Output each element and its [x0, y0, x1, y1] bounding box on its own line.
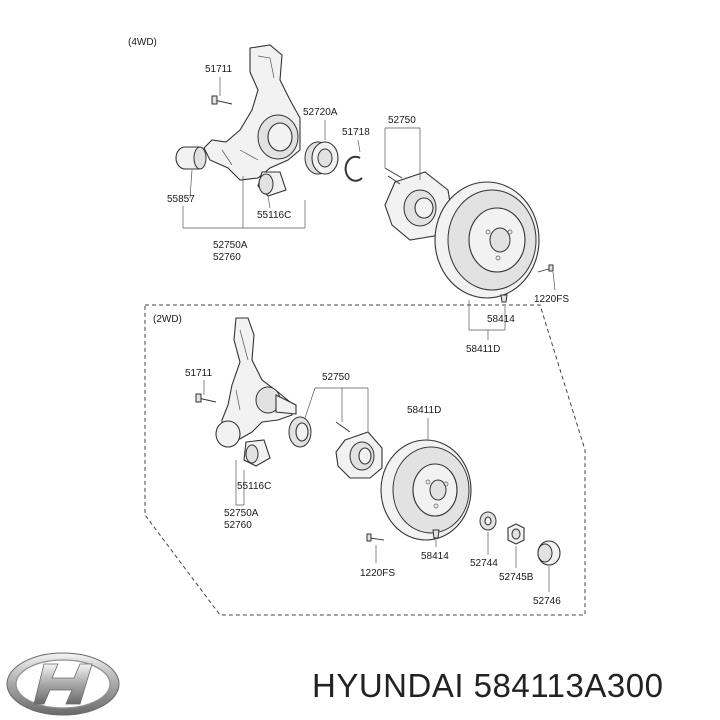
hub-52750-4wd — [384, 167, 453, 241]
label-55857: 55857 — [167, 194, 195, 205]
label-51711-4wd: 51711 — [205, 64, 233, 75]
seal-ring-2wd — [288, 416, 312, 448]
snap-ring-51718 — [344, 155, 363, 182]
label-51718: 51718 — [342, 127, 370, 138]
labels-4wd: 51711 52720A 51718 52750 55857 55116C 52… — [167, 64, 569, 355]
nipple-58414-2wd — [432, 529, 440, 539]
label-58414-2wd: 58414 — [421, 551, 449, 562]
knuckle-4wd — [203, 44, 301, 181]
section-label-4wd: (4WD) — [128, 37, 157, 48]
label-52745b: 52745B — [499, 572, 534, 583]
bushing-55116c-4wd — [257, 171, 287, 197]
leader-lines-4wd — [182, 77, 556, 340]
screw-1220fs-4wd — [537, 264, 554, 273]
nut-52745b — [507, 523, 525, 545]
bolt-51711-4wd — [211, 95, 233, 105]
disc-58411d-4wd — [434, 181, 540, 299]
section-label-2wd: (2WD) — [153, 314, 182, 325]
bolt-51711-2wd — [195, 393, 217, 403]
label-52750a-4wd: 52750A — [213, 240, 248, 251]
nipple-58414-4wd — [500, 294, 508, 303]
knuckle-2wd — [221, 317, 297, 441]
dashed-frame-2wd — [144, 304, 586, 616]
label-52720a: 52720A — [303, 107, 338, 118]
label-58411d-4wd: 58411D — [466, 344, 500, 355]
disc-58411d-2wd — [380, 439, 472, 541]
hub-52750-2wd — [335, 421, 383, 479]
label-55116c-4wd: 55116C — [257, 210, 291, 221]
label-52760-4wd: 52760 — [213, 252, 241, 263]
label-51711-2wd: 51711 — [185, 368, 213, 379]
hyundai-logo-icon — [6, 652, 120, 716]
label-1220fs-4wd: 1220FS — [534, 294, 569, 305]
cap-52746 — [537, 540, 561, 566]
label-1220fs-2wd: 1220FS — [360, 568, 395, 579]
labels-2wd: 51711 52750 58411D 55116C 52750A 52760 5… — [185, 368, 561, 607]
label-55116c-2wd: 55116C — [237, 481, 271, 492]
label-52760-2wd: 52760 — [224, 520, 252, 531]
washer-52744 — [479, 511, 497, 531]
bushing-55857 — [175, 146, 207, 170]
bearing-52720a — [304, 141, 339, 175]
label-52750-4wd: 52750 — [388, 115, 416, 126]
bushing-55116c-2wd — [215, 420, 271, 467]
label-58414-4wd: 58414 — [487, 314, 515, 325]
screw-1220fs-2wd — [366, 533, 385, 542]
label-58411d-2wd: 58411D — [407, 405, 441, 416]
label-52750-2wd: 52750 — [322, 372, 350, 383]
leader-lines-2wd — [203, 380, 550, 592]
label-52744: 52744 — [470, 558, 498, 569]
label-52746: 52746 — [533, 596, 561, 607]
part-number-title: HYUNDAI 584113A300 — [312, 667, 663, 704]
label-52750a-2wd: 52750A — [224, 508, 259, 519]
